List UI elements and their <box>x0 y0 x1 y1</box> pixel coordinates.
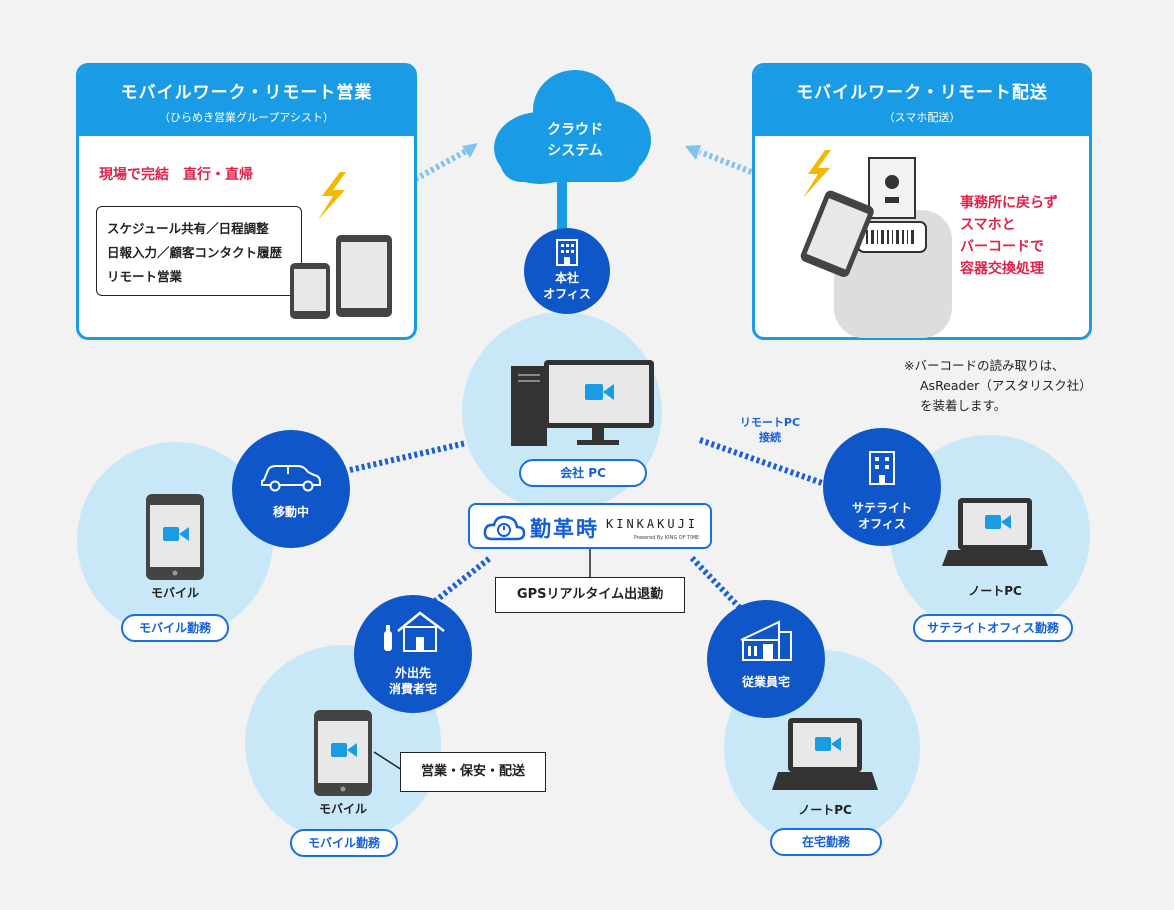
connector-moving <box>349 440 467 473</box>
hq-line1: 本社 <box>554 271 579 285</box>
remote-pc-label: リモートPC 接続 <box>730 415 810 445</box>
cloud-shape <box>494 70 651 184</box>
cloud-line2: システム <box>547 143 603 159</box>
moving-tablet-graphic <box>146 494 204 580</box>
left-lightning <box>318 172 346 220</box>
right-panel-line: バーコードで <box>960 239 1044 255</box>
note-line: ※バーコードの読み取りは、 <box>904 358 1065 373</box>
cloud-line1: クラウド <box>547 122 603 138</box>
left-panel-header: モバイルワーク・リモート営業 （ひらめき営業グループアシスト） <box>79 66 414 136</box>
apartment-icon <box>740 620 792 661</box>
feature-item: スケジュール共有／日程調整 <box>107 221 269 236</box>
right-panel: モバイルワーク・リモート配送 （スマホ配送） <box>752 63 1092 340</box>
home-node: 従業員宅 <box>707 600 825 718</box>
left-panel-headline: 現場で完結 直行・直帰 <box>99 167 253 183</box>
right-panel-header: モバイルワーク・リモート配送 （スマホ配送） <box>755 66 1089 136</box>
hq-line2: オフィス <box>543 287 591 301</box>
satellite-laptop-graphic <box>942 498 1048 566</box>
satellite-pill: サテライトオフィス勤務 <box>913 614 1073 642</box>
right-panel-graphics <box>800 150 952 338</box>
visit-line1: 外出先 <box>394 666 431 680</box>
note-line: を装着します。 <box>920 398 1007 413</box>
feature-item: リモート営業 <box>107 269 183 284</box>
arrow-right-cloud <box>685 145 701 160</box>
moving-pill: モバイル勤務 <box>121 614 229 642</box>
home-pill: 在宅勤務 <box>770 828 882 856</box>
office-building-icon <box>869 451 895 485</box>
right-panel-title: モバイルワーク・リモート配送 <box>796 83 1048 103</box>
home-device-label: ノートPC <box>798 803 852 817</box>
cloud-label: クラウド システム <box>520 120 630 162</box>
barcode-note: ※バーコードの読み取りは、 AsReader（アスタリスク社） を装着します。 <box>904 356 1092 416</box>
logo-tagline: Powered By KING OF TIME <box>634 535 700 541</box>
right-panel-body: 事務所に戻らず スマホと バーコードで 容器交換処理 <box>960 192 1058 280</box>
visit-task-box: 営業・保安・配送 <box>400 752 546 792</box>
satellite-device-label: ノートPC <box>968 584 1022 598</box>
visit-node: 外出先 消費者宅 <box>354 595 472 713</box>
cloud-trunk <box>557 170 567 250</box>
moving-label: 移動中 <box>272 505 309 519</box>
home-label: 従業員宅 <box>741 675 790 689</box>
visit-line2: 消費者宅 <box>388 682 437 696</box>
connector-home <box>689 555 743 611</box>
remote-line: リモートPC <box>739 416 801 429</box>
remote-line: 接続 <box>759 431 781 444</box>
arrow-left-cloud <box>462 143 478 158</box>
visit-device-label: モバイル <box>318 802 367 816</box>
gps-label-box: GPSリアルタイム出退勤 <box>495 577 685 613</box>
left-panel-graphics <box>290 172 392 319</box>
hq-node: 本社 オフィス <box>524 228 610 314</box>
right-lightning <box>803 150 831 198</box>
satellite-node: サテライト オフィス <box>823 428 941 546</box>
note-line: AsReader（アスタリスク社） <box>920 378 1092 393</box>
left-panel-title: モバイルワーク・リモート営業 <box>120 83 373 103</box>
company-pc-pill: 会社 PC <box>519 459 647 487</box>
home-laptop-graphic <box>772 718 878 790</box>
left-panel-subtitle: （ひらめき営業グループアシスト） <box>159 111 334 124</box>
moving-node: 移動中 <box>232 430 350 548</box>
kinkakuji-logo: 勤革時 KINKAKUJI Powered By KING OF TIME <box>468 503 712 549</box>
visit-pill: モバイル勤務 <box>290 829 398 857</box>
house-icon <box>384 611 445 652</box>
right-panel-line: 容器交換処理 <box>960 261 1044 277</box>
left-panel-feature-box: スケジュール共有／日程調整 日報入力／顧客コンタクト履歴 リモート営業 <box>96 206 302 296</box>
moving-device-label: モバイル <box>150 586 199 600</box>
satellite-line2: オフィス <box>858 517 906 531</box>
car-icon <box>261 465 321 492</box>
satellite-line1: サテライト <box>851 501 912 515</box>
desktop-pc-graphic <box>511 360 654 446</box>
cloud-clock-icon <box>483 515 526 541</box>
visit-tablet-graphic <box>314 710 403 796</box>
logo-latin: KINKAKUJI <box>606 517 699 531</box>
logo-kanji: 勤革時 <box>530 517 599 541</box>
connector-visit <box>428 555 492 608</box>
right-panel-line: 事務所に戻らず <box>960 195 1058 211</box>
feature-item: 日報入力／顧客コンタクト履歴 <box>107 245 283 260</box>
right-panel-subtitle: （スマホ配送） <box>883 111 961 124</box>
building-icon <box>556 239 578 266</box>
connector-satellite <box>699 437 823 486</box>
right-panel-line: スマホと <box>960 217 1016 233</box>
